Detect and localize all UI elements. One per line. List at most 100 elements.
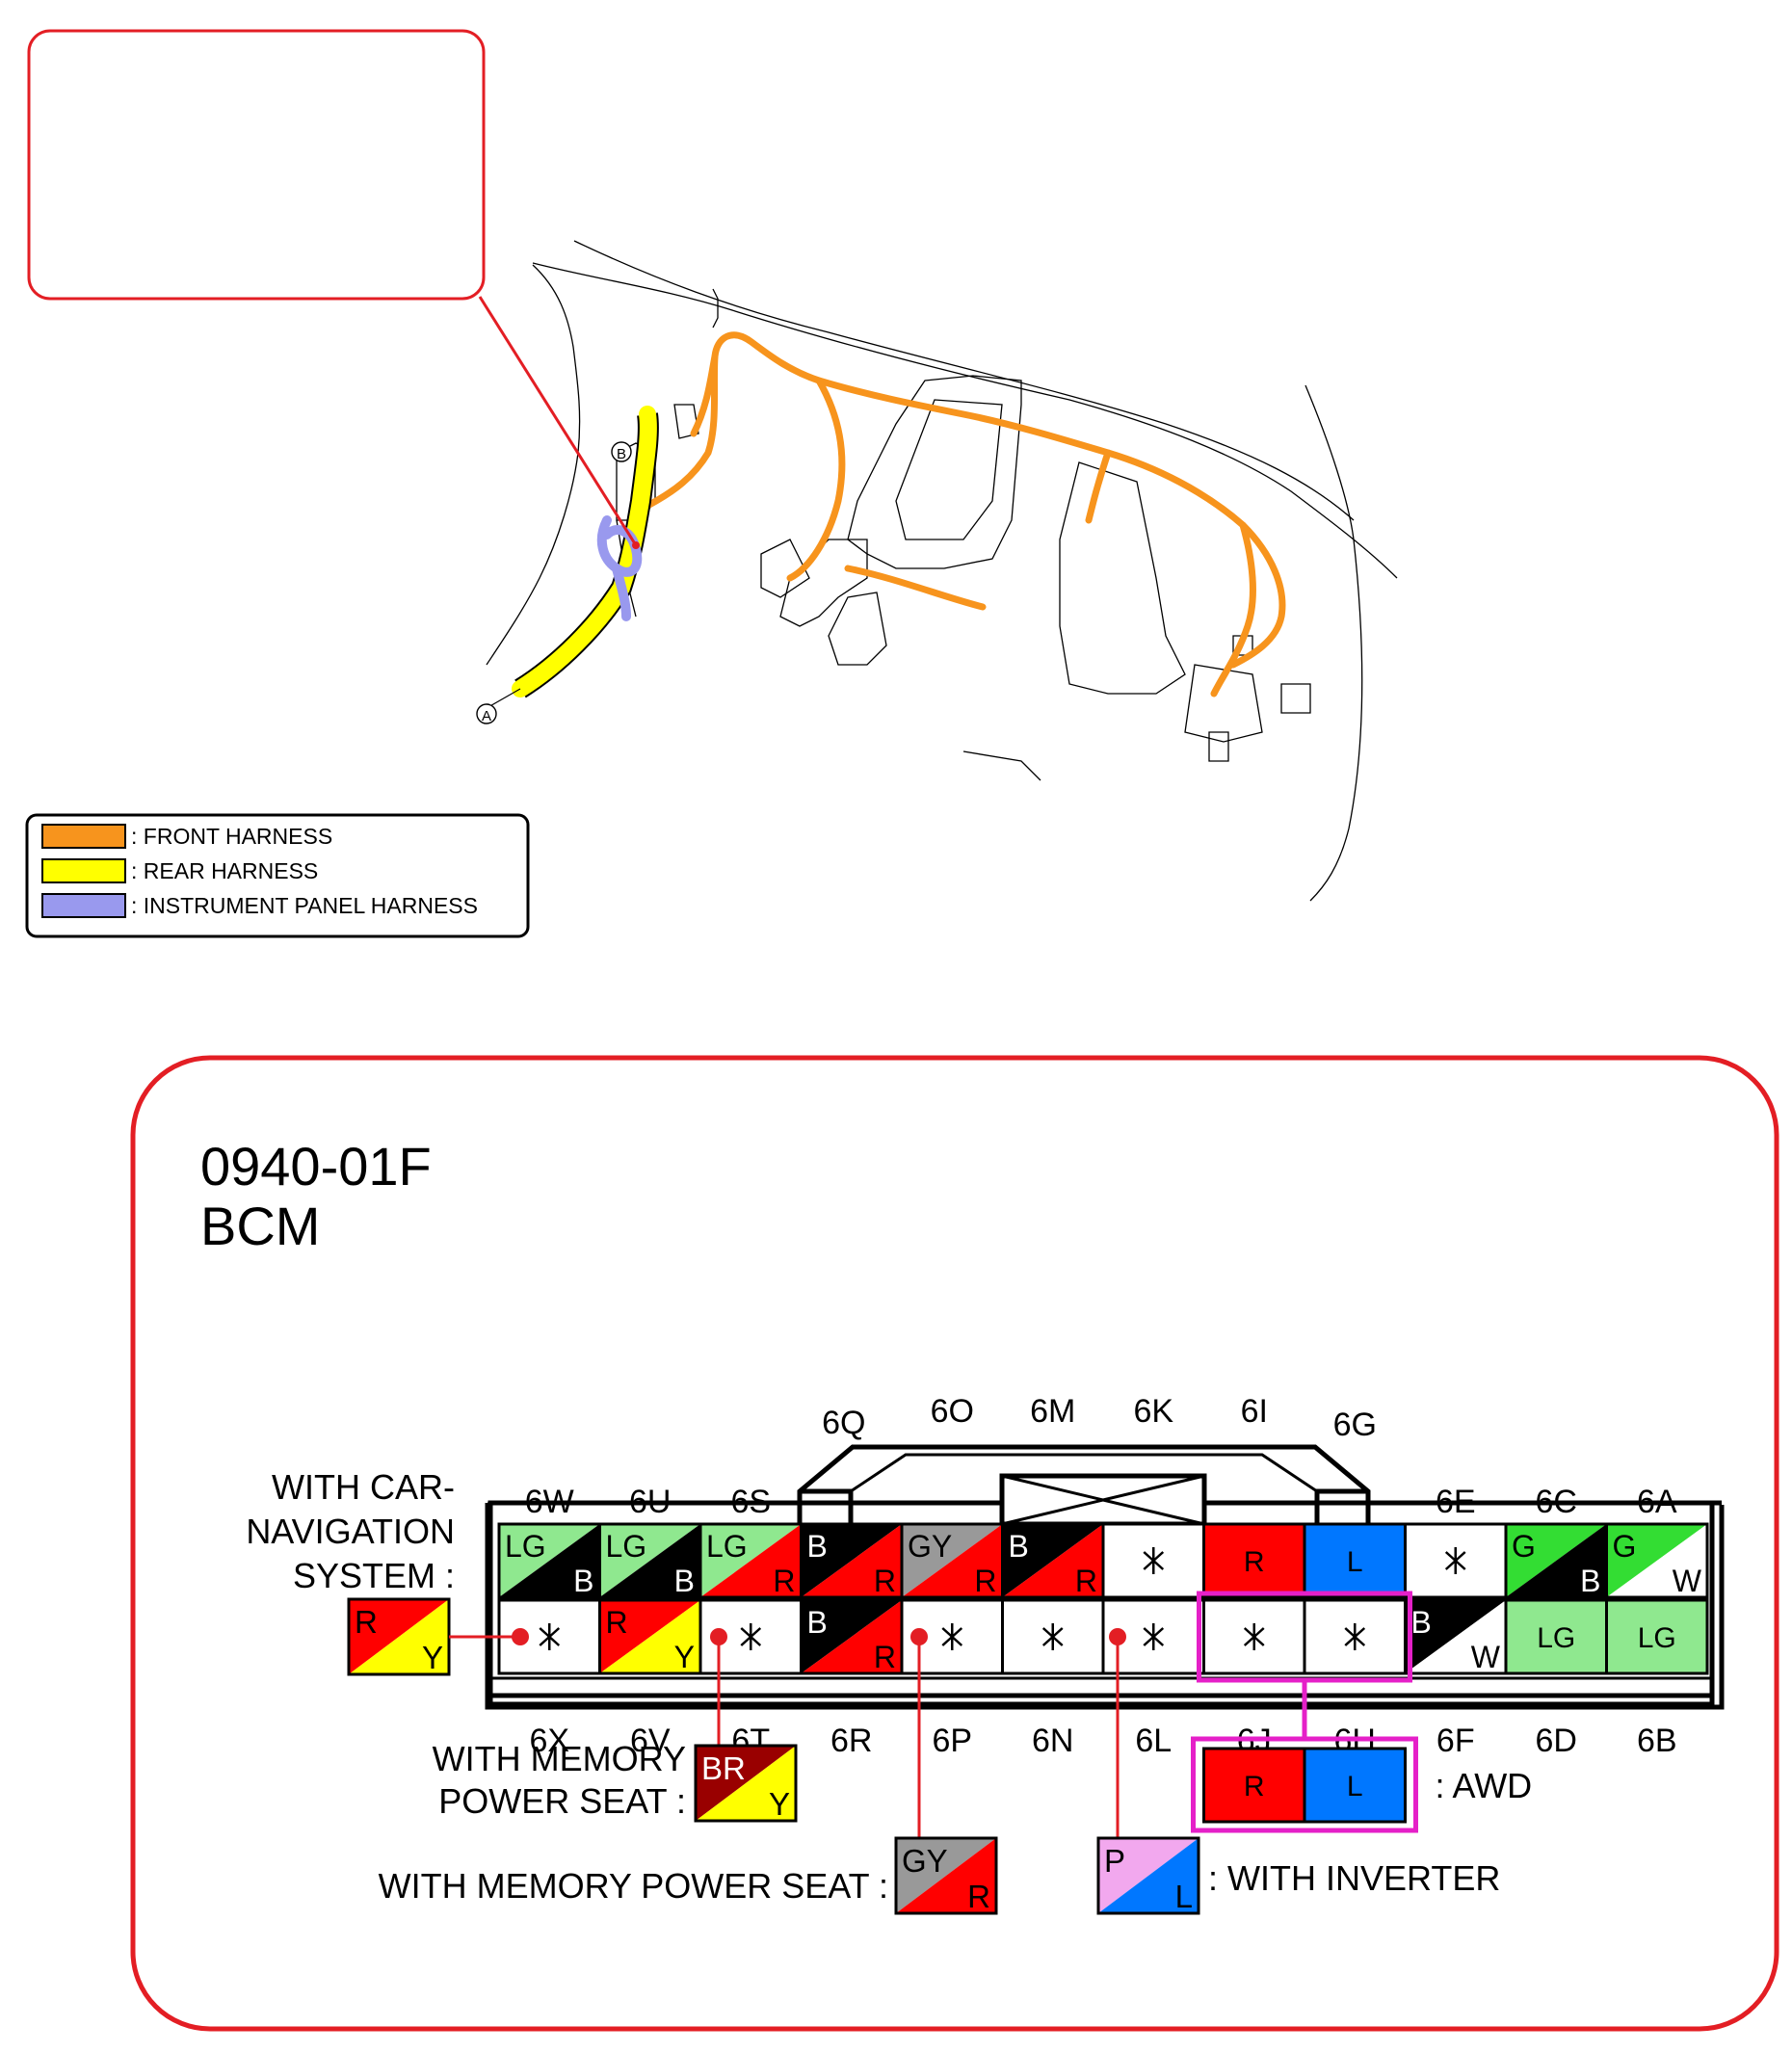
pin-label-6e: 6E [1436, 1484, 1476, 1520]
pin-6f: BW [1404, 1598, 1508, 1675]
pin-6v-color-label: R [606, 1605, 628, 1640]
connector-name: BCM [200, 1196, 320, 1256]
pin-6k-unused-mark-c [1143, 1551, 1165, 1570]
inverter-alt-pin-6l-border [1096, 1836, 1200, 1915]
pin-label-6c: 6C [1536, 1484, 1577, 1520]
pin-6q-stripe-label: R [874, 1564, 896, 1598]
pin-label-6m: 6M [1030, 1393, 1075, 1430]
pin-label-6r: 6R [830, 1723, 872, 1759]
pin-6u-color-label: LG [606, 1529, 647, 1564]
pin-6q-stripe [801, 1524, 902, 1597]
pin-6m-stripe-label: R [1075, 1564, 1097, 1598]
car-nav-label-line-2: NAVIGATION [246, 1512, 455, 1551]
memory-seat-6p-dot [910, 1628, 928, 1645]
memory-seat-alt-pin-6t-stripe [696, 1746, 796, 1821]
pin-6i-color-label: R [1244, 1546, 1265, 1578]
awd-label: : AWD [1436, 1766, 1533, 1805]
pin-6b: LG [1605, 1598, 1709, 1675]
car-nav-dot [512, 1628, 529, 1645]
legend-label-1: : FRONT HARNESS [131, 824, 332, 849]
pin-6s-color-label: LG [706, 1529, 748, 1564]
pin-6v: RY [598, 1598, 702, 1675]
pin-label-6k: 6K [1133, 1393, 1173, 1430]
pin-6n [1001, 1598, 1105, 1675]
callout-a-marker [476, 703, 497, 724]
pin-label-6v: 6V [630, 1723, 671, 1759]
pin-6m-color-label: B [1009, 1529, 1029, 1564]
pin-6g-color-label: L [1347, 1546, 1363, 1578]
car-nav-label-line-1: WITH CAR- [272, 1467, 455, 1507]
pin-label-6s: 6S [730, 1484, 771, 1520]
pin-6x-unused-mark-c [539, 1627, 561, 1646]
pin-label-6i: 6I [1241, 1393, 1268, 1430]
pin-6c-stripe [1506, 1524, 1607, 1597]
pin-6u-stripe-label: B [674, 1564, 695, 1598]
pin-6f-stripe [1405, 1600, 1506, 1673]
pin-6j [1202, 1598, 1306, 1675]
pin-label-6w: 6W [525, 1484, 574, 1520]
pin-6o-color-label: GY [908, 1529, 952, 1564]
pin-label-6x: 6X [529, 1723, 569, 1759]
pin-6s-stripe [700, 1524, 802, 1597]
pin-6r-stripe-label: R [874, 1640, 896, 1674]
awd-alt-pin-1-fill [1202, 1747, 1306, 1824]
pin-6c-stripe-label: B [1580, 1564, 1600, 1598]
memory-seat-6t-label-line-2: POWER SEAT : [438, 1781, 686, 1821]
pin-label-6l: 6L [1135, 1723, 1172, 1759]
pin-6c-color-label: G [1512, 1529, 1536, 1564]
pin-label-6b: 6B [1637, 1723, 1677, 1759]
memory-seat-alt-pin-6p-stripe [896, 1838, 996, 1913]
pin-label-6f: 6F [1436, 1723, 1475, 1759]
pin-6j-unused-mark-c [1243, 1627, 1265, 1646]
pin-6d-color-label: LG [1537, 1622, 1575, 1654]
legend-label-2: : REAR HARNESS [131, 858, 318, 883]
inverter-alt-pin-6l: PL [1096, 1836, 1200, 1915]
pin-6b-color-label: LG [1638, 1622, 1676, 1654]
pin-6c: GB [1504, 1522, 1608, 1599]
car-nav-alt-pin-6v: RY [347, 1597, 451, 1676]
awd-alt-frame [1191, 1736, 1418, 1833]
memory-seat-alt-pin-6p: GY R [894, 1836, 998, 1915]
vehicle-harness-illustration: A B [476, 240, 1398, 902]
pin-6f-color-label: B [1411, 1605, 1432, 1640]
memory-seat-alt-pin-6p-color-label: GY [902, 1843, 948, 1879]
pin-label-6q: 6Q [822, 1405, 865, 1441]
memory-seat-6t-dot [710, 1628, 727, 1645]
car-nav-alt-pin-6v-stripe-label: Y [422, 1640, 443, 1675]
pin-6a-color-label: G [1613, 1529, 1637, 1564]
inverter-alt-pin-6l-stripe [1098, 1838, 1199, 1913]
inverter-label: : WITH INVERTER [1208, 1858, 1500, 1898]
pin-6u: LG B [598, 1522, 702, 1599]
memory-seat-alt-pin-6t: BRY [694, 1744, 798, 1823]
awd-alt-pin-2: L [1303, 1747, 1407, 1824]
pin-label-6p: 6P [932, 1723, 972, 1759]
memory-seat-alt-pin-6t-border [694, 1744, 798, 1823]
pin-6w-stripe [499, 1524, 600, 1597]
pin-6h-unused-mark-c [1344, 1627, 1366, 1646]
pin-6e [1404, 1522, 1508, 1599]
pin-label-6o: 6O [931, 1393, 974, 1430]
legend-swatch-1 [41, 824, 126, 849]
pin-6o-stripe-label: R [974, 1564, 996, 1598]
pin-6a-stripe-label: W [1673, 1564, 1702, 1598]
memory-seat-alt-pin-6p-stripe-label: R [967, 1879, 990, 1914]
awd-alt-pin-1: R [1202, 1747, 1306, 1824]
pin-6h [1303, 1598, 1407, 1675]
memory-seat-6p-label: WITH MEMORY POWER SEAT : [379, 1866, 888, 1906]
pin-6p-unused-mark-c [941, 1627, 963, 1646]
legend-swatch-2 [41, 858, 126, 883]
pin-6q: BR [800, 1522, 904, 1599]
pin-6n-unused-mark-c [1041, 1627, 1064, 1646]
inverter-alt-pin-6l-stripe-label: L [1175, 1879, 1193, 1914]
pin-6a: GW [1605, 1522, 1709, 1599]
pin-6m: BR [1001, 1522, 1105, 1599]
pin-6a-border [1605, 1522, 1709, 1599]
callout-b-marker [611, 441, 632, 462]
pin-6r: BR [800, 1598, 904, 1675]
pin-label-6g: 6G [1333, 1407, 1377, 1443]
pin-6i: R [1202, 1522, 1306, 1599]
pin-6w: LGB [497, 1522, 601, 1599]
harness-legend: : FRONT HARNESS: REAR HARNESS: INSTRUMEN… [25, 813, 530, 938]
